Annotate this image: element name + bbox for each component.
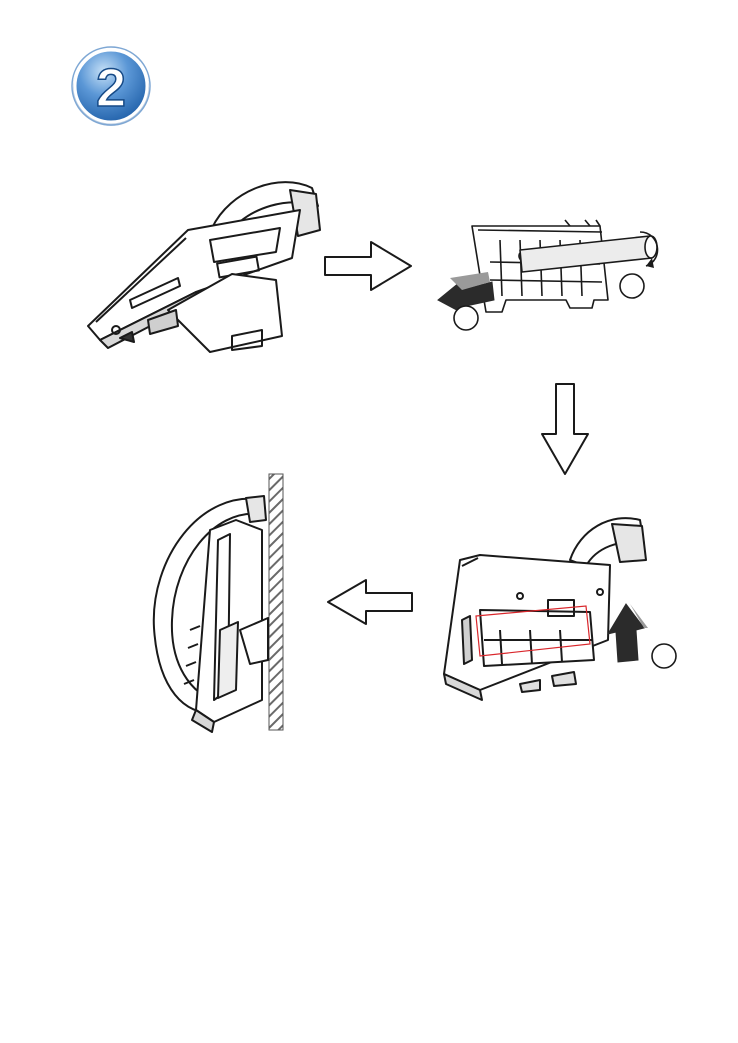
callout-circle bbox=[620, 274, 644, 298]
step-badge: 2 bbox=[72, 47, 150, 126]
flow-arrow-left bbox=[328, 580, 412, 624]
wall bbox=[269, 474, 283, 730]
rotate-arrowhead-icon bbox=[646, 258, 654, 268]
callout-circle bbox=[454, 306, 478, 330]
phone-with-stand-illustration bbox=[88, 182, 320, 352]
phone-with-bracket-illustration bbox=[444, 518, 646, 700]
push-up-arrow-icon bbox=[608, 604, 644, 662]
callout-circle bbox=[652, 644, 676, 668]
flow-arrow-down bbox=[542, 384, 588, 474]
flow-arrow-right bbox=[325, 242, 411, 290]
step-number: 2 bbox=[96, 58, 126, 118]
wall-mounted-phone-illustration bbox=[154, 496, 268, 732]
